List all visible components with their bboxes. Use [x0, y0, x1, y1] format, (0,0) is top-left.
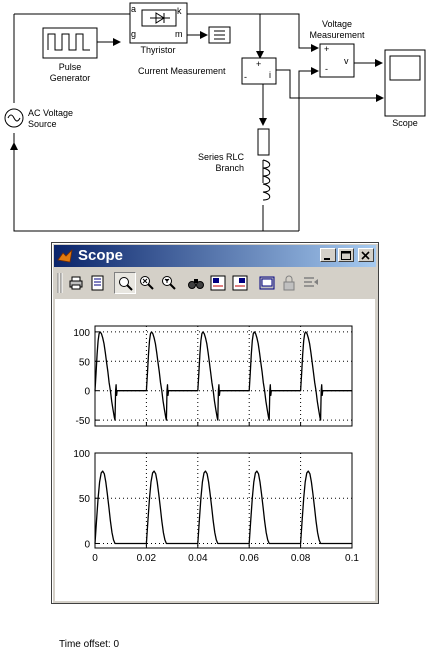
ac-label-line1: AC Voltage: [28, 108, 74, 118]
zoom-button[interactable]: [114, 272, 136, 294]
ac-label-line2: Source: [28, 119, 57, 129]
cm-port-plus: +: [256, 59, 262, 69]
toolbar: [55, 270, 375, 297]
title-bar[interactable]: Scope: [54, 245, 376, 267]
vm-label-line1: Voltage: [321, 19, 353, 29]
x-tick-label: 0: [92, 553, 98, 564]
autoscale-icon: [188, 279, 204, 289]
matlab-icon: [57, 248, 73, 263]
y-tick-label: 50: [79, 357, 91, 368]
pulse-generator-label: Pulse Generator: [40, 62, 100, 84]
signal-selection-icon: [304, 277, 318, 287]
lock-icon: [283, 275, 295, 291]
ac-source-label: AC Voltage Source: [28, 108, 73, 130]
rlc-branch-icon: [257, 128, 271, 201]
simulink-diagram: [4, 2, 426, 232]
toolbar-grip: [57, 273, 63, 293]
pulse-generator-icon: [42, 27, 98, 59]
print-icon: [69, 276, 83, 290]
vm-label-line2: Measurement: [309, 30, 365, 40]
thyristor-label: Thyristor: [140, 45, 176, 55]
floating-scope-icon: [259, 276, 275, 290]
wire-vm-minus: [298, 67, 319, 231]
y-tick-label: 50: [79, 494, 91, 505]
y-tick-label: -50: [76, 416, 91, 427]
restore-axes-button[interactable]: [229, 272, 251, 294]
close-button[interactable]: [358, 248, 374, 262]
plot-area: -50 0 50 100 0 50 100 0 0.02 0.04 0.06 0.08 0.1 Time…: [55, 299, 375, 650]
voltage-measurement-icon: [319, 43, 355, 78]
current-measurement-icon: [241, 57, 277, 85]
scope-block-label: Scope: [392, 118, 418, 128]
zoom-x-button[interactable]: [136, 272, 158, 294]
zoom-y-button[interactable]: [158, 272, 180, 294]
cm-port-i: i: [269, 70, 271, 80]
axes-2: [94, 452, 353, 549]
minimize-button[interactable]: [320, 248, 336, 262]
x-tick-label: 0.08: [291, 553, 311, 564]
series-line-2: [94, 470, 352, 545]
vm-port-v: v: [344, 56, 349, 66]
floating-scope-button[interactable]: [256, 272, 278, 294]
voltage-measurement-label: Voltage Measurement: [302, 19, 372, 41]
parameters-icon: [91, 275, 104, 291]
time-offset-label: Time offset:: [59, 639, 111, 650]
restore-axes-icon: [232, 275, 248, 291]
plots-canvas[interactable]: -50 0 50 100 0 50 100 0 0.02 0.04 0.06 0.08 0.1: [55, 299, 375, 601]
y-tick-label: 100: [73, 449, 90, 460]
wire-i-to-scope: [276, 69, 384, 102]
vm-port-plus: +: [324, 44, 330, 54]
scope-block-icon: [384, 49, 426, 117]
rlc-label-line1: Series RLC: [197, 152, 244, 162]
maximize-button[interactable]: [338, 248, 354, 262]
wire-bottom: [13, 133, 299, 232]
window-title: Scope: [78, 247, 124, 264]
x-tick-label: 0.04: [188, 553, 208, 564]
time-offset-value: 0: [113, 639, 120, 650]
save-axes-icon: [210, 275, 226, 291]
x-tick-label: 0.1: [345, 553, 359, 564]
y-tick-label: 0: [84, 387, 90, 398]
pulse-label-line2: Generator: [49, 73, 91, 83]
scope-window: Scope: [51, 242, 379, 650]
lock-button[interactable]: [278, 272, 300, 294]
y-tick-label: 100: [73, 328, 90, 339]
thyristor-port-a: a: [131, 4, 137, 14]
rlc-branch-label: Series RLC Branch: [180, 152, 244, 174]
zoom-x-icon: [140, 276, 154, 290]
terminator-icon: [208, 26, 231, 44]
cm-port-minus: -: [244, 72, 247, 82]
maximize-icon: [341, 251, 351, 260]
x-tick-label: 0.06: [239, 553, 259, 564]
pulse-label-line1: Pulse: [58, 62, 82, 72]
autoscale-button[interactable]: [185, 272, 207, 294]
parameters-button[interactable]: [87, 272, 109, 294]
thyristor-port-k: k: [177, 6, 182, 16]
close-icon: [361, 251, 370, 260]
thyristor-port-g: g: [131, 29, 137, 39]
thyristor-port-m: m: [175, 29, 183, 39]
time-offset: Time offset: 0: [59, 639, 119, 650]
print-button[interactable]: [65, 272, 87, 294]
y-tick-label: 0: [84, 539, 90, 550]
current-measurement-label: Current Measurement: [138, 66, 226, 76]
signal-selection-button[interactable]: [300, 272, 322, 294]
vm-port-minus: -: [325, 64, 328, 74]
zoom-y-icon: [162, 276, 176, 290]
series-line-1: [94, 331, 352, 421]
zoom-icon: [119, 277, 133, 291]
x-tick-label: 0.02: [137, 553, 157, 564]
ac-source-icon: [4, 108, 24, 128]
save-axes-button[interactable]: [207, 272, 229, 294]
rlc-label-line2: Branch: [215, 163, 244, 173]
wire-vm-plus: [187, 13, 319, 52]
thyristor-icon: [129, 2, 188, 44]
minimize-icon: [324, 258, 330, 260]
